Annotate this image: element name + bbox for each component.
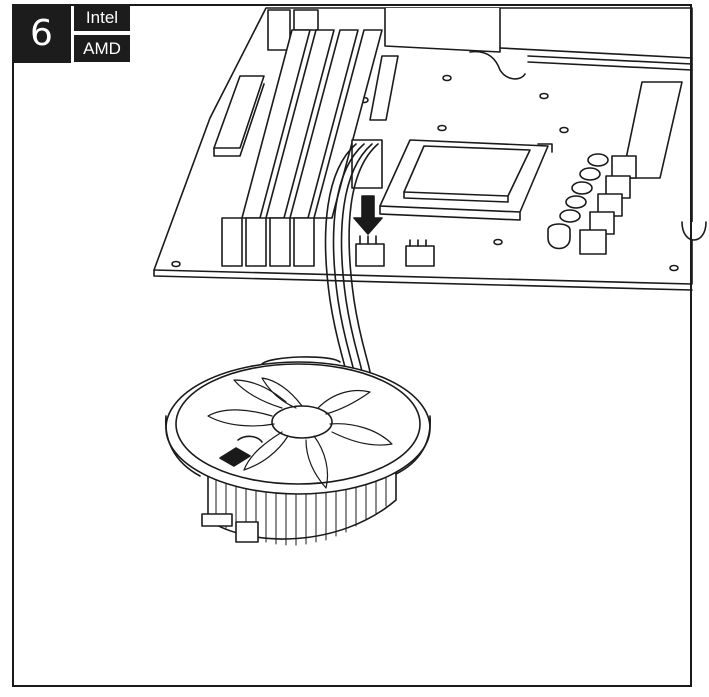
step-number: 6	[12, 4, 71, 63]
illustration-frame	[12, 4, 692, 687]
ram-slots	[221, 29, 399, 267]
cpu-cooler	[164, 356, 431, 546]
platform-label-amd: AMD	[74, 35, 130, 62]
cpu-socket	[379, 139, 553, 221]
fan-blades	[207, 377, 393, 489]
right-components	[547, 81, 707, 255]
down-arrow-icon	[353, 195, 383, 235]
fan-cable	[324, 139, 383, 373]
cpu-fan-header	[355, 235, 435, 267]
platform-label-intel: Intel	[74, 4, 130, 31]
